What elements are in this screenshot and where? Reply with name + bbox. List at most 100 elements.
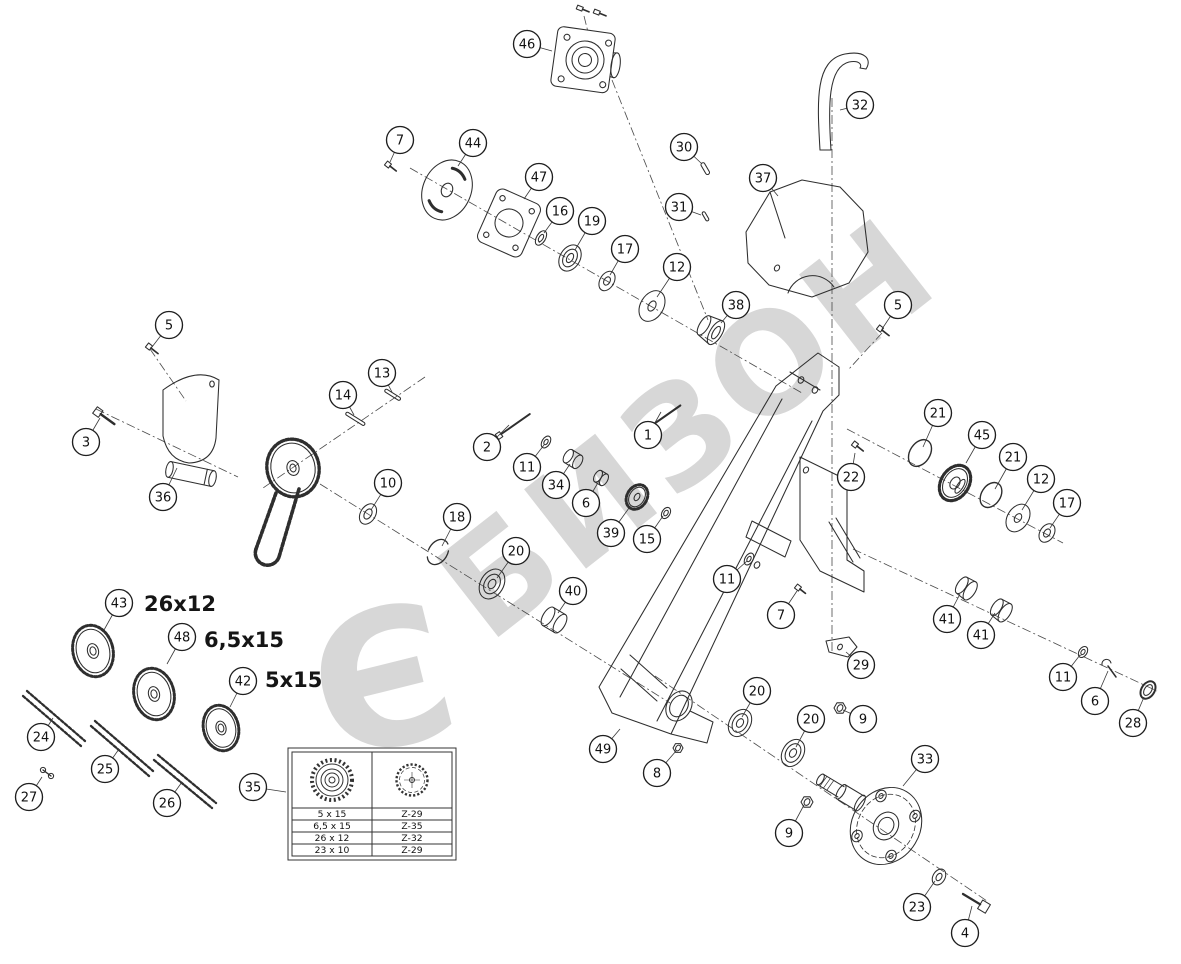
washer-train-top — [534, 230, 726, 346]
callout-30: 30 — [669, 132, 699, 162]
callout-2: 2 — [472, 432, 502, 462]
svg-text:6: 6 — [582, 497, 590, 512]
callout-14: 14 — [328, 380, 358, 410]
part-44-disc — [421, 159, 473, 221]
callout-10: 10 — [373, 468, 403, 498]
center-axes — [95, 15, 1158, 902]
table-cell-z: Z-32 — [401, 833, 422, 844]
svg-text:20: 20 — [508, 545, 525, 560]
size-label: 26x12 — [144, 592, 216, 616]
callout-17: 17 — [610, 234, 640, 264]
callout-11: 11 — [712, 564, 742, 594]
svg-text:23: 23 — [909, 901, 926, 916]
callout-bubbles: 1234556677899101111111212131415161717181… — [14, 29, 1148, 948]
callout-38: 38 — [721, 290, 751, 320]
table-cell-size: 23 x 10 — [315, 845, 350, 856]
callout-7: 7 — [385, 125, 415, 155]
svg-text:27: 27 — [21, 791, 38, 806]
svg-text:33: 33 — [917, 753, 934, 768]
svg-text:20: 20 — [803, 713, 820, 728]
svg-text:21: 21 — [930, 407, 947, 422]
bolt-icon — [850, 440, 865, 452]
svg-text:9: 9 — [859, 713, 867, 728]
callout-9: 9 — [848, 704, 878, 734]
svg-text:28: 28 — [1125, 717, 1142, 732]
pin-icon — [345, 411, 366, 426]
callout-47: 47 — [524, 162, 554, 192]
table-cell-z: Z-35 — [401, 821, 422, 832]
bolt-icon — [494, 413, 531, 440]
callout-33: 33 — [910, 744, 940, 774]
svg-text:11: 11 — [719, 573, 736, 588]
svg-text:32: 32 — [852, 99, 869, 114]
part-46-bearing-flange — [550, 26, 621, 94]
bolt-icon — [793, 583, 807, 595]
callout-20: 20 — [796, 704, 826, 734]
svg-text:11: 11 — [519, 461, 536, 476]
screw-icon — [575, 4, 590, 13]
size-label: 5x15 — [265, 668, 322, 692]
callout-5: 5 — [154, 310, 184, 340]
callout-13: 13 — [367, 358, 397, 388]
svg-text:17: 17 — [1059, 497, 1076, 512]
callout-9: 9 — [774, 818, 804, 848]
callout-11: 11 — [1048, 662, 1078, 692]
svg-text:43: 43 — [111, 597, 128, 612]
svg-text:30: 30 — [676, 141, 693, 156]
callout-11: 11 — [512, 452, 542, 482]
svg-text:12: 12 — [669, 261, 686, 276]
svg-text:15: 15 — [639, 533, 656, 548]
callout-8: 8 — [642, 758, 672, 788]
svg-text:20: 20 — [749, 685, 766, 700]
pin-icon — [384, 388, 402, 401]
svg-text:42: 42 — [235, 675, 252, 690]
svg-text:29: 29 — [853, 659, 870, 674]
screw-icon — [592, 8, 607, 17]
callout-41: 41 — [932, 604, 962, 634]
spec-table: 5 x 15 Z-29 6,5 x 15 Z-35 26 x 12 Z-32 2… — [287, 747, 457, 861]
callout-48: 48 — [167, 622, 197, 652]
callout-21: 21 — [923, 398, 953, 428]
svg-text:12: 12 — [1033, 473, 1050, 488]
part-32-hook — [817, 52, 869, 151]
callout-17: 17 — [1052, 488, 1082, 518]
line-artwork — [21, 4, 1157, 914]
sprocket-chain-assembly — [253, 437, 321, 567]
svg-text:8: 8 — [653, 767, 661, 782]
svg-text:47: 47 — [531, 171, 548, 186]
svg-text:6: 6 — [1091, 695, 1099, 710]
svg-text:13: 13 — [374, 367, 391, 382]
svg-text:22: 22 — [843, 471, 860, 486]
table-cell-size: 6,5 x 15 — [313, 821, 351, 832]
callout-6: 6 — [571, 488, 601, 518]
svg-text:9: 9 — [785, 827, 793, 842]
svg-text:44: 44 — [465, 137, 482, 152]
svg-text:3: 3 — [82, 436, 90, 451]
bolt-icon — [92, 406, 116, 426]
svg-text:26: 26 — [159, 797, 176, 812]
callout-25: 25 — [90, 754, 120, 784]
svg-text:25: 25 — [97, 763, 114, 778]
svg-text:7: 7 — [396, 134, 404, 149]
tire-icon — [310, 758, 354, 802]
table-cell-size: 26 x 12 — [315, 833, 350, 844]
callout-19: 19 — [577, 206, 607, 236]
callout-21: 21 — [998, 442, 1028, 472]
callout-28: 28 — [1118, 708, 1148, 738]
callout-20: 20 — [501, 536, 531, 566]
callout-6: 6 — [1080, 686, 1110, 716]
callout-37: 37 — [748, 163, 778, 193]
svg-text:17: 17 — [617, 243, 634, 258]
callout-27: 27 — [14, 782, 44, 812]
callout-22: 22 — [836, 462, 866, 492]
svg-text:39: 39 — [603, 527, 620, 542]
callout-16: 16 — [545, 196, 575, 226]
callout-4: 4 — [950, 918, 980, 948]
svg-text:10: 10 — [380, 477, 397, 492]
callout-32: 32 — [845, 90, 875, 120]
callout-44: 44 — [458, 128, 488, 158]
bolt-icon — [383, 160, 398, 172]
svg-text:48: 48 — [174, 631, 191, 646]
